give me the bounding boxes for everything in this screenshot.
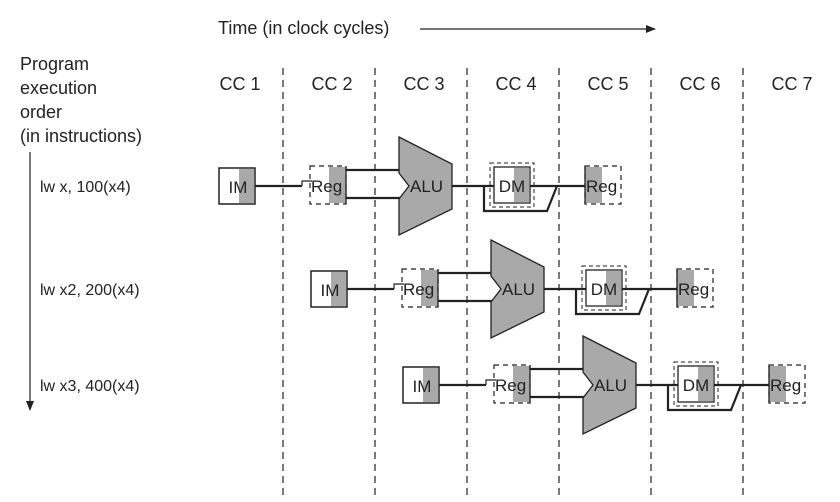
dm-stage: DM [673,361,719,407]
alu-label: ALU [594,376,627,395]
reg-write-label: Reg [586,177,617,196]
reg-read-stage: Reg [309,165,347,205]
cycle-label-4: CC 4 [495,74,536,94]
dm-label: DM [499,177,525,196]
cycle-label-6: CC 6 [679,74,720,94]
reg-read-label: Reg [403,280,434,299]
reg-write-stage: Reg [584,165,622,205]
cycle-label-2: CC 2 [311,74,352,94]
instruction-label: lw x3, 400(x4) [40,378,140,395]
alu-stage: ALU [582,334,637,436]
reg-write-stage: Reg [676,268,714,308]
reg-read-stage: Reg [493,364,531,404]
dm-stage: DM [489,162,535,208]
reg-read-label: Reg [311,177,342,196]
instruction-row-3: IM Reg ALU DM Reg [402,334,806,436]
reg-read-label: Reg [495,376,526,395]
im-label: IM [229,178,248,197]
dm-label: DM [683,376,709,395]
alu-stage: ALU [490,238,545,340]
reg-read-stage: Reg [401,268,439,308]
im-label: IM [413,377,432,396]
dm-stage: DM [581,265,627,311]
im-stage: IM [402,366,440,404]
alu-stage: ALU [398,135,453,237]
order-label-line-1: Program [20,54,89,74]
alu-label: ALU [502,280,535,299]
alu-label: ALU [410,177,443,196]
cycle-label-5: CC 5 [587,74,628,94]
instruction-label: lw x, 100(x4) [40,179,131,196]
instruction-label: lw x2, 200(x4) [40,282,140,299]
reg-write-label: Reg [678,280,709,299]
cycle-label-7: CC 7 [771,74,812,94]
time-axis-label: Time (in clock cycles) [218,18,389,38]
cycle-label-1: CC 1 [219,74,260,94]
order-label-line-2: execution [20,78,97,98]
order-label-line-3: order [20,102,62,122]
instruction-row-1: IM Reg ALU DM Reg [218,135,622,237]
order-label-line-4: (in instructions) [20,126,142,146]
reg-write-stage: Reg [768,364,806,404]
instruction-row-2: IM Reg ALU DM Reg [310,238,714,340]
dm-label: DM [591,280,617,299]
cycle-headers: CC 1 CC 2 CC 3 CC 4 CC 5 CC 6 CC 7 [219,74,812,94]
im-label: IM [321,281,340,300]
cycle-label-3: CC 3 [403,74,444,94]
im-stage: IM [218,167,256,205]
im-stage: IM [310,270,348,308]
cycle-dividers [282,68,744,500]
reg-write-label: Reg [770,376,801,395]
